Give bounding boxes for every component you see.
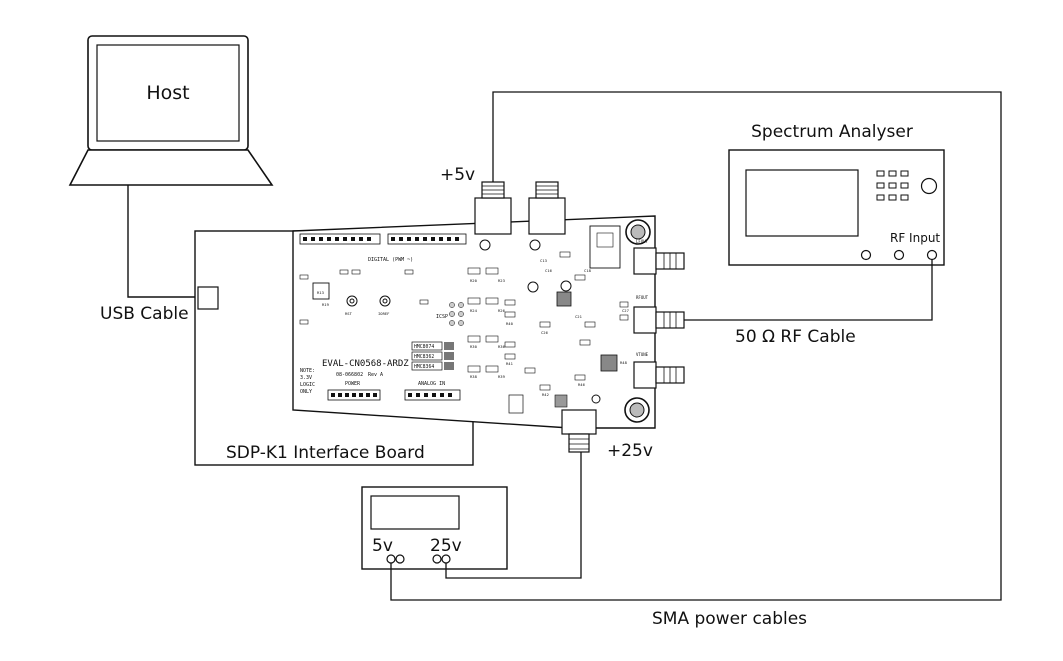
designator-16: R39	[498, 374, 506, 379]
analyser-keypad	[876, 170, 909, 201]
rfout-label: RFOUT	[636, 295, 649, 300]
designator-5: R24	[470, 308, 478, 313]
board-holes	[346, 239, 601, 404]
plus25v-label: +25v	[607, 441, 653, 461]
supply-25v-terminal-a	[432, 554, 442, 564]
designator-7: R30	[470, 344, 478, 349]
eval-board: DIGITAL (PWM ~) POWER ANALOG IN EVAL-CN0…	[292, 181, 685, 453]
host-laptop: Host	[68, 35, 274, 186]
lfout-label: LFOUT	[636, 239, 649, 244]
corner-mounting-holes	[624, 219, 651, 423]
designator-17: R40	[506, 321, 514, 326]
analyser-screen	[745, 169, 859, 237]
vtune-label: VTUNE	[636, 352, 649, 357]
designator-14: R36	[498, 344, 506, 349]
power-supply: 5v 25v	[361, 486, 508, 570]
laptop-keyboard-base	[68, 149, 274, 186]
icsp-pads	[449, 302, 464, 326]
chip-label-1: HMC8074	[414, 344, 434, 350]
designator-4: R23	[498, 278, 505, 283]
supply-5v-terminal-b	[395, 554, 405, 564]
supply-5v-terminal-a	[386, 554, 396, 564]
plus5v-label: +5v	[440, 165, 475, 185]
designator-21: R48	[620, 360, 628, 365]
designator-10: C18	[584, 268, 592, 273]
power-header-label: POWER	[345, 381, 361, 387]
spectrum-analyser: Spectrum Analyser RF Input	[728, 122, 945, 266]
top-sma-connectors	[474, 181, 566, 235]
supply-display	[370, 495, 460, 530]
icsp-label: ICSP	[436, 314, 448, 320]
designator-9: C16	[545, 268, 553, 273]
designator-8: C13	[540, 258, 547, 263]
board-note-1: NOTE:	[300, 368, 315, 374]
digital-header-label: DIGITAL (PWM ~)	[368, 257, 413, 263]
rf-cable-line	[684, 259, 933, 321]
component-designators: R13 R19 R20 R23 R24 R26 R30 C13 C16 C18 …	[317, 239, 649, 397]
chip-label-2: HMC8362	[414, 354, 434, 360]
supply-5v-label: 5v	[372, 536, 393, 556]
designator-20: R46	[578, 382, 586, 387]
chip-labels: HMC8074 HMC8362 HMC8364	[411, 341, 454, 371]
smd-components	[299, 251, 629, 391]
board-revision: Rev A	[368, 372, 383, 378]
digital-header-strip: DIGITAL (PWM ~)	[299, 233, 467, 263]
designator-12: C26	[541, 330, 549, 335]
designator-15: R38	[470, 374, 478, 379]
designator-18: R41	[506, 361, 514, 366]
right-sma-connectors	[633, 247, 685, 389]
supply-25v-label: 25v	[430, 536, 462, 556]
usb-port	[197, 286, 219, 310]
bottom-sma-connector	[561, 409, 597, 453]
designator-19: R42	[542, 392, 549, 397]
chip-label-3: HMC8364	[414, 364, 434, 370]
bottom-header-strip: POWER ANALOG IN	[327, 381, 461, 401]
usb-cable-line	[127, 185, 198, 298]
sdp-board-label: SDP-K1 Interface Board	[226, 443, 425, 463]
board-note-3: LOGIC	[300, 382, 315, 388]
analyser-port-2	[893, 249, 905, 261]
supply-25v-terminal-b	[441, 554, 451, 564]
board-part-number: 08-066802	[336, 372, 363, 378]
board-ics	[312, 225, 621, 414]
designator-2: R19	[322, 302, 330, 307]
header-left	[299, 233, 381, 245]
rf-input-label: RF Input	[890, 231, 940, 245]
analog-header-label: ANALOG IN	[418, 381, 445, 387]
board-note-4: ONLY	[300, 389, 312, 395]
designator-13: C27	[622, 308, 629, 313]
designator-6: R26	[498, 308, 506, 313]
sma-cables-label: SMA power cables	[652, 609, 807, 629]
spectrum-analyser-label: Spectrum Analyser	[751, 122, 913, 142]
analyser-knob-icon	[920, 177, 938, 195]
designator-1: R13	[317, 290, 324, 295]
designator-3: R20	[470, 278, 478, 283]
power-cable-5v	[390, 91, 1002, 601]
rf-cable-label: 50 Ω RF Cable	[735, 327, 856, 347]
host-label: Host	[146, 82, 189, 104]
designator-11: C21	[575, 314, 583, 319]
rst-label: RST	[345, 311, 353, 316]
laptop-screen	[96, 44, 240, 142]
board-note-2: 3.3V	[300, 375, 312, 381]
usb-cable-label: USB Cable	[100, 304, 189, 324]
ioref-label: IOREF	[378, 311, 390, 316]
board-name-label: EVAL-CN0568-ARDZ	[322, 359, 409, 369]
power-cable-25v	[445, 452, 582, 579]
rf-input-port	[926, 249, 938, 261]
analyser-port-1	[860, 249, 872, 261]
eval-board-outline	[292, 215, 656, 429]
